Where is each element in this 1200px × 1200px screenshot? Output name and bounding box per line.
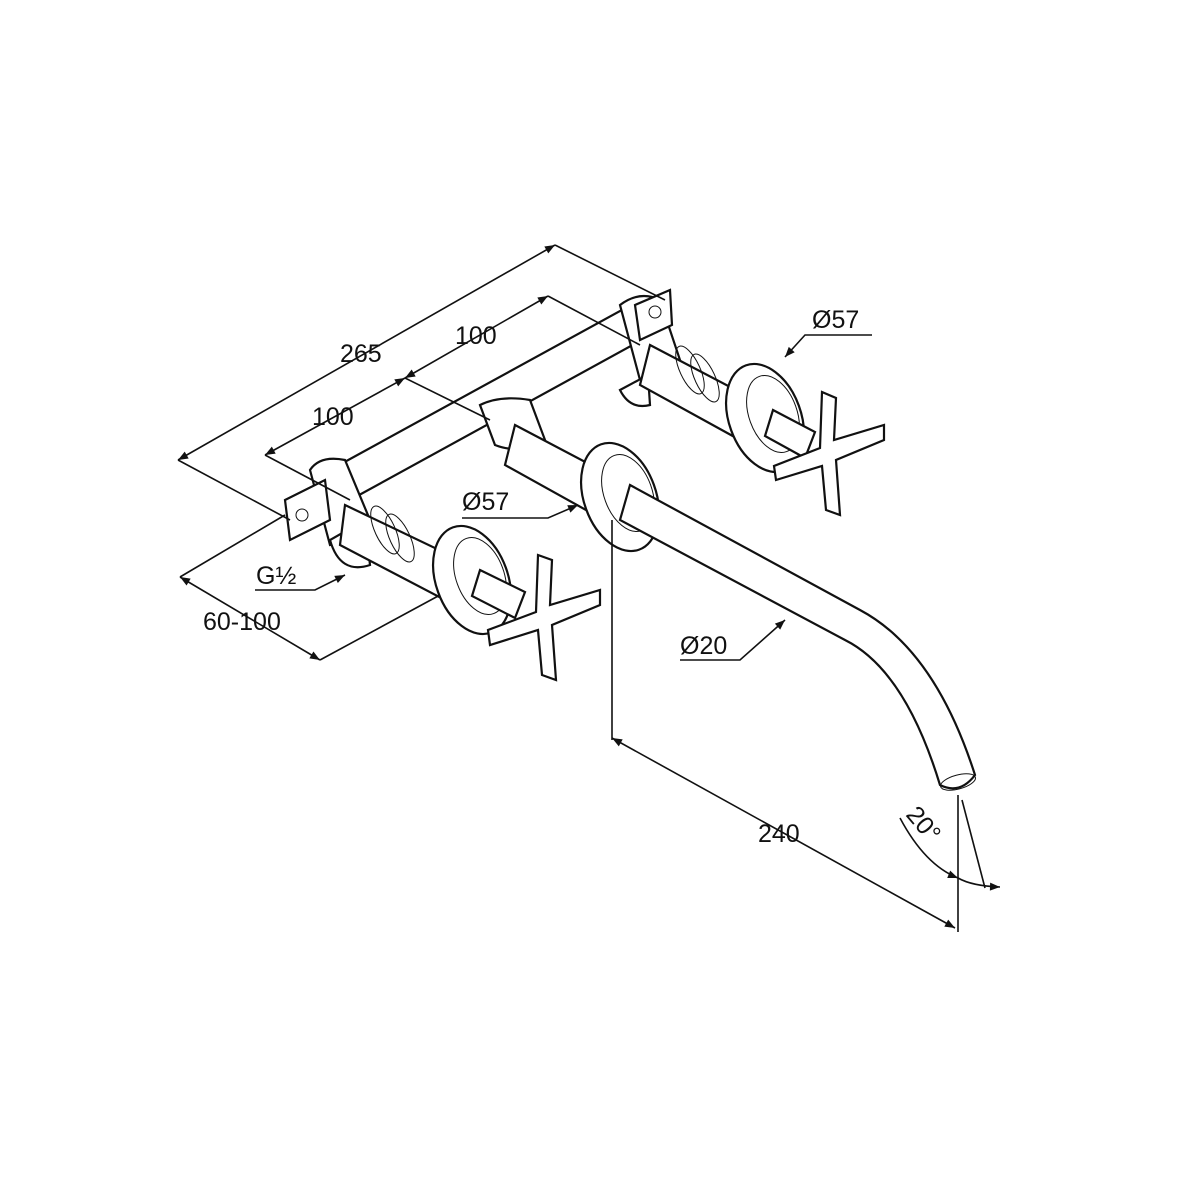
leader-g-half [255, 574, 346, 591]
dimension-100-left [264, 377, 406, 456]
mounting-bracket-left [283, 478, 332, 542]
dimension-240 [611, 737, 956, 929]
escutcheon-center [580, 441, 660, 553]
label-240: 240 [758, 820, 800, 848]
leader-d20 [680, 619, 786, 661]
label-g-half: G½ [256, 562, 296, 590]
label-100-right: 100 [455, 322, 497, 350]
cross-handle-right [763, 390, 886, 517]
dimension-265 [177, 244, 556, 461]
leader-d57-right [784, 334, 872, 358]
spout [618, 483, 977, 791]
label-d20: Ø20 [680, 632, 727, 660]
label-265: 265 [340, 340, 382, 368]
leader-d57-center [462, 504, 579, 519]
label-d57-right: Ø57 [812, 306, 859, 334]
dimension-60-100 [179, 576, 321, 661]
label-60-100: 60-100 [203, 608, 281, 636]
mounting-bracket-right [633, 288, 674, 342]
angle-arc [957, 877, 1001, 891]
cross-handle-left [470, 553, 602, 682]
label-20-degrees: 20° [900, 801, 946, 848]
dimension-100-right [404, 295, 549, 379]
label-100-left: 100 [312, 403, 354, 431]
dimension-lines [177, 244, 1001, 932]
label-d57-center: Ø57 [462, 488, 509, 516]
